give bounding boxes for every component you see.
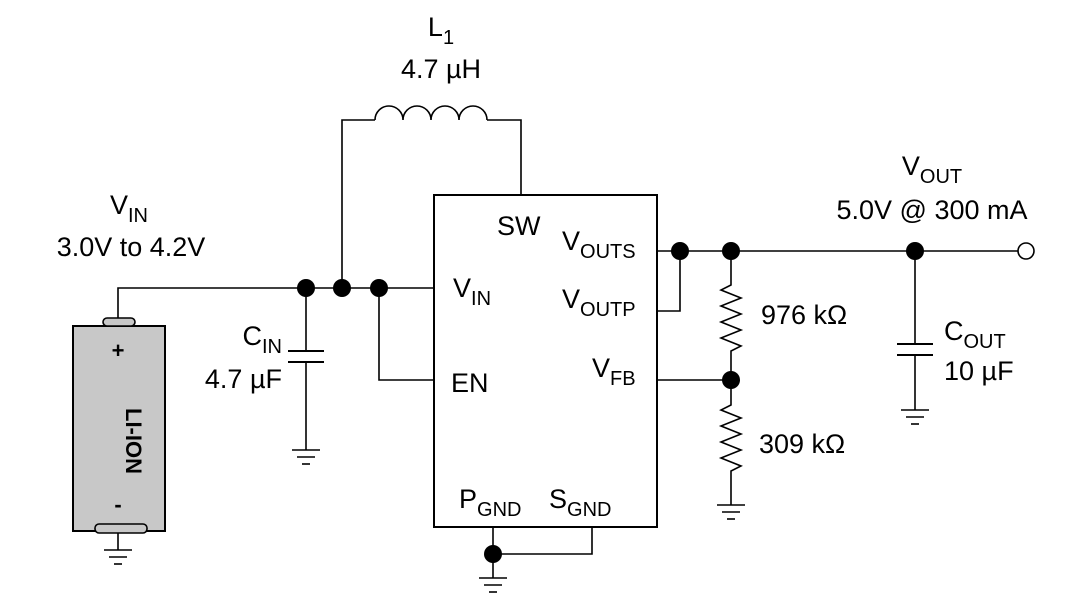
junction-dot [722, 371, 740, 389]
resistor-bottom [717, 380, 745, 520]
pin-sw-label: SW [497, 211, 541, 241]
battery-minus-sign: - [114, 492, 121, 517]
sgnd-wire [493, 527, 593, 555]
pin-vin-label: VIN [453, 273, 491, 310]
battery-plus-sign: + [112, 338, 125, 363]
inductor-ref-label: L1 [428, 12, 454, 49]
inductor [341, 105, 522, 288]
junction-dot [370, 279, 388, 297]
resistor-bottom-value: 309 kΩ [759, 429, 845, 459]
output-capacitor [897, 251, 933, 425]
vin-name-label: VIN [110, 190, 148, 227]
junction-dot [297, 279, 315, 297]
junction-dot [906, 242, 924, 260]
pin-voutp-label: VOUTP [562, 284, 636, 321]
converter-ic [433, 194, 658, 528]
vout-spec-label: 5.0V @ 300 mA [836, 195, 1027, 225]
inductor-value-label: 4.7 µH [401, 54, 481, 84]
resistor-top-value: 976 kΩ [761, 300, 847, 330]
battery-label: LI-ION [121, 408, 146, 474]
battery-positive-wire [117, 287, 437, 318]
cout-ref-label: COUT [944, 316, 1006, 353]
vin-range-label: 3.0V to 4.2V [57, 232, 206, 262]
resistor-top [718, 251, 744, 380]
pin-pgnd-label: PGND [459, 484, 521, 521]
junction-dot [484, 545, 502, 563]
li-ion-battery: + - LI-ION [72, 317, 166, 534]
junction-dot [333, 279, 351, 297]
ic-ground-symbol [479, 577, 507, 593]
voutp-wire [657, 251, 681, 312]
vout-name-label: VOUT [902, 151, 962, 188]
pin-vouts-label: VOUTS [562, 226, 636, 263]
input-capacitor [288, 288, 324, 465]
output-terminal [1017, 242, 1035, 260]
cout-value-label: 10 µF [944, 356, 1014, 386]
pin-sgnd-label: SGND [549, 484, 611, 521]
cin-ref-label: CIN [243, 321, 283, 358]
battery-ground-symbol [104, 549, 132, 565]
pin-vfb-label: VFB [592, 353, 636, 390]
junction-dot [671, 242, 689, 260]
enable-wire [378, 288, 437, 381]
junction-dot [722, 242, 740, 260]
pin-en-label: EN [451, 368, 489, 398]
cin-value-label: 4.7 µF [205, 364, 282, 394]
